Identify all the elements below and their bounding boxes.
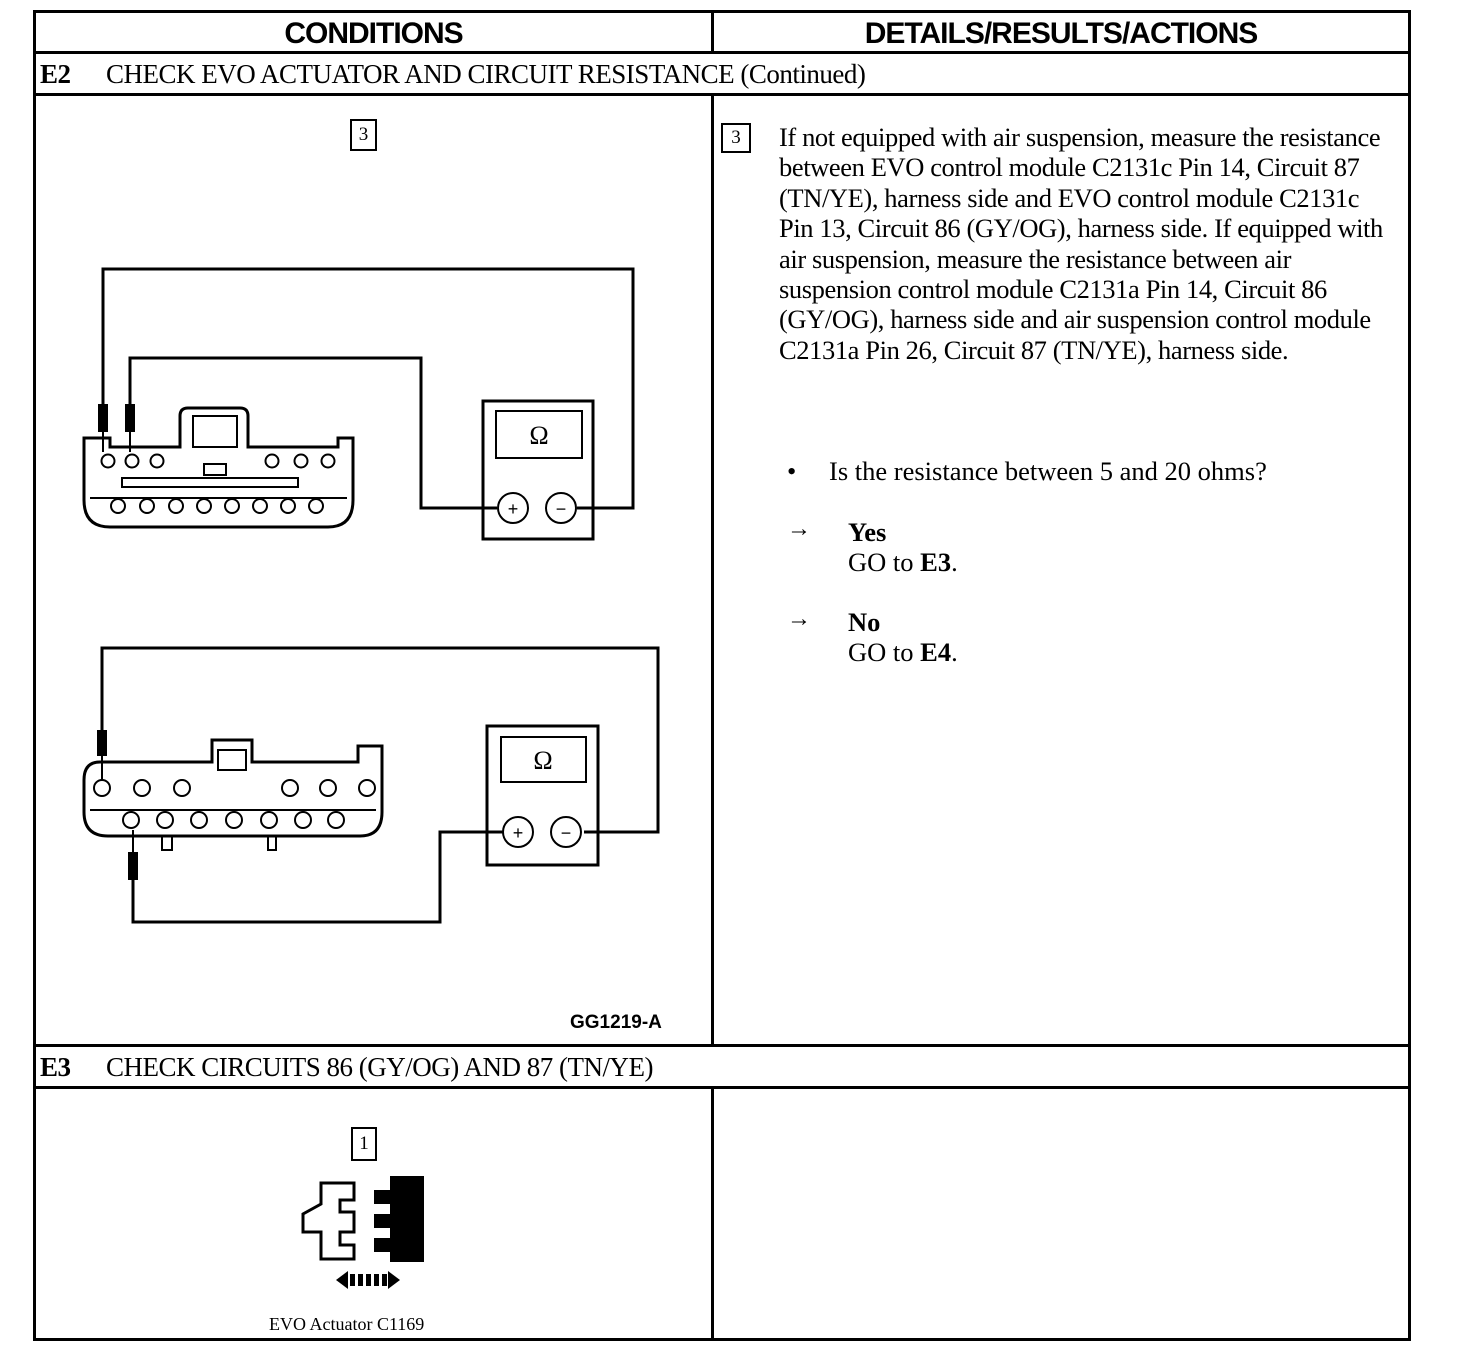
evo-actuator-c1169-connector-left [301,1181,356,1261]
header-divider [36,51,1408,54]
yes-action: GO to E3. [848,547,958,577]
resistance-question: Is the resistance between 5 and 20 ohms? [829,456,1267,486]
connector-c2131c-bottom-pins [110,498,324,514]
connector-c2131c-body [82,406,355,529]
e2-details-step-number: 3 [721,123,751,153]
question-bullet: • [787,456,797,486]
ohmmeter-1 [481,399,595,541]
ohm-symbol-1: Ω [529,421,548,450]
no-arrow-icon: → [787,606,811,632]
e3-section-heading: E3 CHECK CIRCUITS 86 (GY/OG) AND 87 (TN/Y… [40,1048,653,1086]
connector-c2131a-top-pins [93,779,376,797]
plus-terminal-1: + [508,499,519,519]
connector-c2131c-latch [192,415,238,448]
no-result: No GO to E4. [848,607,958,667]
no-target-link[interactable]: E4 [920,637,952,667]
plus-terminal-2: + [513,823,524,843]
header-column-divider [711,13,714,51]
yes-action-prefix: GO to [848,547,921,577]
e2-section-heading: E2 CHECK EVO ACTUATOR AND CIRCUIT RESISTA… [40,55,866,93]
yes-arrow-icon: → [787,516,811,542]
probe-lead-1 [101,267,635,510]
details-heading: DETAILS/RESULTS/ACTIONS [864,17,1259,50]
e3-step-id: E3 [40,1052,71,1082]
evo-actuator-c1169-connector-right [374,1176,424,1262]
e3-title: CHECK CIRCUITS 86 (GY/OG) AND 87 (TN/YE) [106,1052,653,1082]
e3-conditions-step-number: 1 [351,1127,377,1161]
probe-tips [97,404,138,880]
yes-label: Yes [848,517,887,547]
no-action: GO to E4. [848,637,958,667]
figure-code: GG1219-A [570,1012,662,1033]
connector-c2131a-latch [217,749,247,771]
probe-lead-4 [131,830,503,924]
minus-terminal-1: − [556,499,567,519]
connector-c2131a-body [82,738,384,838]
e2-column-divider [711,93,714,1044]
e3-top-divider [36,1044,1408,1047]
e3-column-divider [711,1086,714,1338]
probe-lead-3 [100,646,660,834]
minus-terminal-2: − [561,823,572,843]
e2-step-id: E2 [40,59,71,89]
conditions-heading: CONDITIONS [284,17,463,50]
yes-target-link[interactable]: E3 [920,547,952,577]
no-action-prefix: GO to [848,637,921,667]
ohm-symbol-2: Ω [533,746,552,775]
e2-conditions-step-number: 3 [350,119,377,151]
disconnect-arrow-icon [336,1271,400,1289]
connector-c2131c-top-pins [100,453,336,469]
ohmmeter-2 [485,724,600,867]
e2-title: CHECK EVO ACTUATOR AND CIRCUIT RESISTANC… [106,59,866,89]
e2-instruction-text: If not equipped with air suspension, mea… [779,122,1383,365]
connector-c2131a-bottom-pins [122,811,345,829]
e3-title-divider [36,1086,1408,1089]
probe-lead-2 [128,356,497,510]
yes-result: Yes GO to E3. [848,517,958,577]
no-label: No [848,607,881,637]
e2-title-divider [36,93,1408,96]
evo-actuator-caption: EVO Actuator C1169 [269,1314,425,1334]
